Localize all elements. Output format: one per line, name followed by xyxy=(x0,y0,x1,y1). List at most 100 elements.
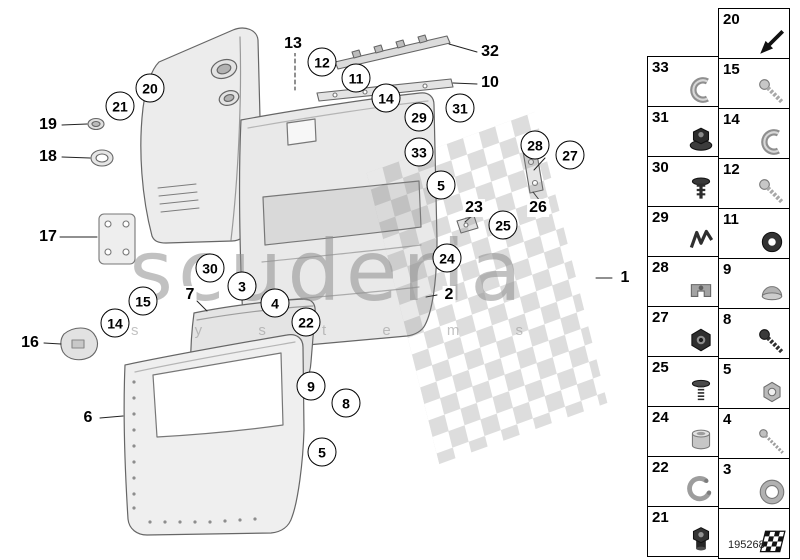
label-2[interactable]: 2 xyxy=(442,286,456,304)
main-door-panel xyxy=(238,92,438,350)
callout-20[interactable]: 20 xyxy=(135,73,165,103)
parts-table-right-column: 20 15 14 12 11 9 8 5 4 3 xyxy=(718,8,790,559)
flange-nut-icon xyxy=(686,125,716,155)
callout-5[interactable]: 5 xyxy=(426,170,456,200)
part-cell-9[interactable]: 9 xyxy=(718,258,790,309)
part-number-label: 14 xyxy=(723,111,740,128)
part-cell-20[interactable]: 20 xyxy=(718,8,790,59)
label-10[interactable]: 10 xyxy=(479,74,501,92)
part-number-label: 8 xyxy=(723,311,732,328)
part-cell-29[interactable]: 29 xyxy=(647,206,719,257)
label-1[interactable]: 1 xyxy=(618,269,632,287)
part-cell-28[interactable]: 28 xyxy=(647,256,719,307)
part-cell-33[interactable]: 33 xyxy=(647,56,719,107)
tapping-screw-icon xyxy=(757,77,787,107)
callout-4[interactable]: 4 xyxy=(260,288,290,318)
tapping-screw-icon xyxy=(757,177,787,207)
part-cell-30[interactable]: 30 xyxy=(647,156,719,207)
callout-27[interactable]: 27 xyxy=(555,140,585,170)
part-number-label: 12 xyxy=(723,161,740,178)
callout-24[interactable]: 24 xyxy=(432,243,462,273)
collar-nut-icon xyxy=(686,525,716,555)
callout-8[interactable]: 8 xyxy=(331,388,361,418)
part-number-label: 24 xyxy=(652,409,669,426)
part-cell-15[interactable]: 15 xyxy=(718,58,790,109)
exploded-drawing xyxy=(43,27,613,536)
part-cell-8[interactable]: 8 xyxy=(718,308,790,359)
label-13[interactable]: 13 xyxy=(282,35,304,53)
part-number-label: 11 xyxy=(723,211,739,228)
lower-door-panel xyxy=(123,334,305,536)
sheet-metal-clip-icon xyxy=(757,127,787,157)
part-cell-31[interactable]: 31 xyxy=(647,106,719,157)
drawing-number: 195268 xyxy=(728,539,765,551)
label-17[interactable]: 17 xyxy=(37,228,59,246)
spacer-sleeve-icon xyxy=(686,425,716,455)
callout-5[interactable]: 5 xyxy=(307,437,337,467)
part-number-label: 9 xyxy=(723,261,732,278)
part-cell-4[interactable]: 4 xyxy=(718,408,790,459)
callout-30[interactable]: 30 xyxy=(195,253,225,283)
speed-nut-icon xyxy=(686,275,716,305)
brand-flag-cell[interactable] xyxy=(718,508,790,559)
part-number-label: 3 xyxy=(723,461,732,478)
callout-33[interactable]: 33 xyxy=(404,137,434,167)
cap-grommet-icon xyxy=(757,277,787,307)
callout-14[interactable]: 14 xyxy=(100,308,130,338)
part-number-label: 4 xyxy=(723,411,732,428)
part-cell-25[interactable]: 25 xyxy=(647,356,719,407)
upper-trim-panel xyxy=(140,27,261,244)
callout-31[interactable]: 31 xyxy=(445,93,475,123)
grommet-icon xyxy=(757,227,787,257)
long-tapping-screw-icon xyxy=(757,427,787,457)
callout-11[interactable]: 11 xyxy=(341,63,371,93)
part-number-label: 31 xyxy=(652,109,669,126)
part-number-label: 33 xyxy=(652,59,669,76)
part-cell-12[interactable]: 12 xyxy=(718,158,790,209)
part-number-label: 5 xyxy=(723,361,732,378)
speaker-grille-lines xyxy=(157,183,200,213)
part-cell-27[interactable]: 27 xyxy=(647,306,719,357)
hex-nut-small-icon xyxy=(757,377,787,407)
callout-29[interactable]: 29 xyxy=(404,102,434,132)
part-number-label: 20 xyxy=(723,11,740,28)
callout-21[interactable]: 21 xyxy=(105,91,135,121)
leader-lines xyxy=(43,43,613,419)
callout-3[interactable]: 3 xyxy=(227,271,257,301)
part-cell-22[interactable]: 22 xyxy=(647,456,719,507)
label-26[interactable]: 26 xyxy=(527,199,549,217)
ring-grommet-icon xyxy=(757,477,787,507)
callout-28[interactable]: 28 xyxy=(520,130,550,160)
part-number-label: 25 xyxy=(652,359,669,376)
label-32[interactable]: 32 xyxy=(479,43,501,61)
part-number-label: 29 xyxy=(652,209,669,226)
part-cell-24[interactable]: 24 xyxy=(647,406,719,457)
spring-clip-icon xyxy=(686,225,716,255)
part-cell-14[interactable]: 14 xyxy=(718,108,790,159)
part-cell-3[interactable]: 3 xyxy=(718,458,790,509)
callout-25[interactable]: 25 xyxy=(488,210,518,240)
callout-15[interactable]: 15 xyxy=(128,286,158,316)
part-number-label: 30 xyxy=(652,159,669,176)
label-7[interactable]: 7 xyxy=(183,286,197,304)
part-cell-5[interactable]: 5 xyxy=(718,358,790,409)
callout-14[interactable]: 14 xyxy=(371,83,401,113)
parts-table-left-column: 33 31 30 29 28 27 25 24 22 21 xyxy=(647,56,719,557)
part-number-label: 22 xyxy=(652,459,669,476)
sheet-metal-clip-icon xyxy=(686,75,716,105)
part-cell-11[interactable]: 11 xyxy=(718,208,790,259)
callout-12[interactable]: 12 xyxy=(307,47,337,77)
label-23[interactable]: 23 xyxy=(463,199,485,217)
label-19[interactable]: 19 xyxy=(37,116,59,134)
screw-with-washer-icon xyxy=(686,375,716,405)
label-18[interactable]: 18 xyxy=(37,148,59,166)
part-number-label: 28 xyxy=(652,259,669,276)
part-number-label: 27 xyxy=(652,309,669,326)
label-6[interactable]: 6 xyxy=(81,409,95,427)
callout-22[interactable]: 22 xyxy=(291,307,321,337)
callout-9[interactable]: 9 xyxy=(296,371,326,401)
part-cell-21[interactable]: 21 xyxy=(647,506,719,557)
small-parts xyxy=(60,117,136,361)
hex-nut-icon xyxy=(686,325,716,355)
label-16[interactable]: 16 xyxy=(19,334,41,352)
